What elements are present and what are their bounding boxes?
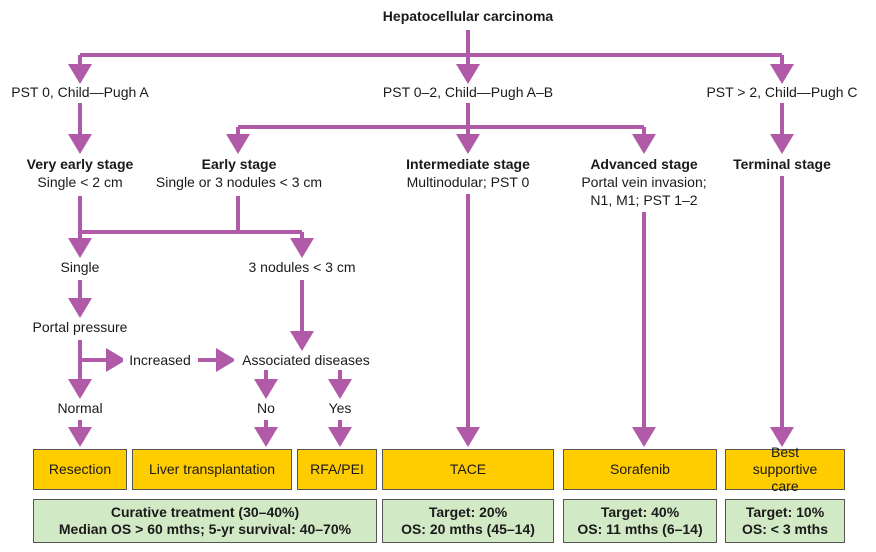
stage-early-title: Early stage — [201, 156, 277, 172]
node-portal-pressure: Portal pressure — [32, 319, 128, 335]
outcome-curative: Curative treatment (30–40%) Median OS > … — [33, 499, 377, 543]
stage-advanced: Advanced stage Portal vein invasion; N1,… — [564, 155, 724, 209]
outcome-curative-line2: Median OS > 60 mths; 5-yr survival: 40–7… — [58, 521, 352, 537]
outcome-tace-line1: Target: 20% — [428, 504, 508, 520]
branch-right-label: PST > 2, Child—Pugh C — [706, 84, 858, 100]
outcome-supportive: Target: 10% OS: < 3 mths — [725, 499, 845, 543]
stage-very-early-title: Very early stage — [26, 156, 134, 172]
stage-early-sub: Single or 3 nodules < 3 cm — [155, 174, 323, 190]
treatment-sorafenib: Sorafenib — [563, 449, 717, 490]
treatment-rfa-pei-label: RFA/PEI — [310, 461, 364, 477]
treatment-tace-label: TACE — [449, 461, 487, 477]
stage-intermediate: Intermediate stage Multinodular; PST 0 — [388, 155, 548, 191]
diagram-title: Hepatocellular carcinoma — [382, 8, 554, 24]
outcome-sorafenib: Target: 40% OS: 11 mths (6–14) — [563, 499, 717, 543]
outcome-supportive-line1: Target: 10% — [745, 504, 825, 520]
stage-advanced-sub2: N1, M1; PST 1–2 — [590, 192, 698, 208]
outcome-sorafenib-line2: OS: 11 mths (6–14) — [577, 521, 703, 537]
stage-early: Early stage Single or 3 nodules < 3 cm — [143, 155, 335, 191]
node-yes: Yes — [328, 400, 352, 416]
treatment-liver-transplantation-label: Liver transplantation — [148, 461, 276, 477]
node-three-nodules: 3 nodules < 3 cm — [248, 259, 356, 275]
stage-advanced-sub1: Portal vein invasion; — [581, 174, 707, 190]
branch-left-label: PST 0, Child—Pugh A — [11, 84, 149, 100]
stage-intermediate-title: Intermediate stage — [406, 156, 530, 172]
treatment-liver-transplantation: Liver transplantation — [132, 449, 292, 490]
node-normal: Normal — [57, 400, 103, 416]
node-increased: Increased — [123, 351, 197, 369]
stage-terminal-title: Terminal stage — [733, 156, 831, 172]
treatment-tace: TACE — [382, 449, 554, 490]
branch-middle-label: PST 0–2, Child—Pugh A–B — [382, 84, 554, 100]
treatment-best-supportive-care-label: Best supportive care — [752, 444, 818, 494]
treatment-sorafenib-label: Sorafenib — [610, 461, 670, 477]
treatment-resection-label: Resection — [48, 461, 112, 477]
treatment-resection: Resection — [33, 449, 127, 490]
stage-very-early: Very early stage Single < 2 cm — [10, 155, 150, 191]
outcome-supportive-line2: OS: < 3 mths — [742, 521, 828, 537]
node-single: Single — [60, 259, 100, 275]
treatment-rfa-pei: RFA/PEI — [297, 449, 377, 490]
stage-intermediate-sub: Multinodular; PST 0 — [406, 174, 530, 190]
stage-advanced-title: Advanced stage — [590, 156, 698, 172]
node-associated-diseases: Associated diseases — [234, 351, 378, 369]
outcome-sorafenib-line1: Target: 40% — [600, 504, 680, 520]
treatment-best-supportive-care: Best supportive care — [725, 444, 845, 494]
outcome-tace: Target: 20% OS: 20 mths (45–14) — [382, 499, 554, 543]
node-no: No — [257, 400, 275, 416]
stage-very-early-sub: Single < 2 cm — [37, 174, 123, 190]
outcome-tace-line2: OS: 20 mths (45–14) — [401, 521, 535, 537]
outcome-curative-line1: Curative treatment (30–40%) — [110, 504, 300, 520]
